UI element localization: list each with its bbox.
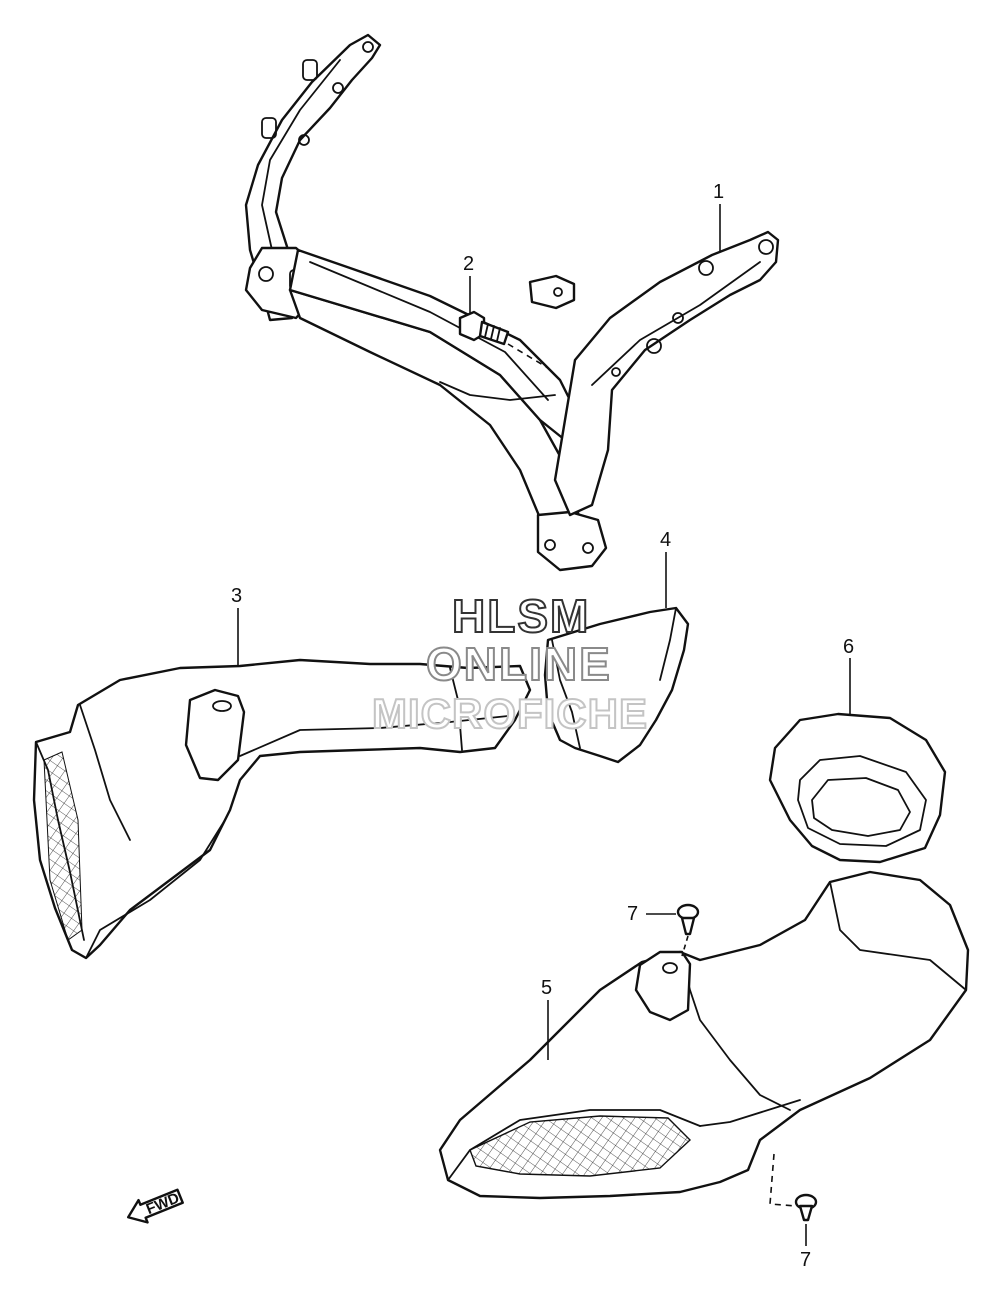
part-1-bracket: [244, 33, 780, 572]
part-7-clip-lower: [769, 1153, 818, 1222]
part-6-grommet: [768, 712, 947, 864]
leader-lines: [237, 204, 851, 1246]
watermark-line-3: MICROFICHE: [372, 690, 648, 737]
arrow-left-icon: [126, 1188, 184, 1224]
fwd-label: FWD: [144, 1189, 182, 1218]
callout-5: 5: [541, 977, 552, 999]
part-7-clip-upper: [676, 903, 700, 957]
part-5-intake-duct-right: [438, 870, 970, 1200]
callout-3: 3: [231, 585, 242, 607]
part-2-bolt: [458, 310, 549, 369]
callout-4: 4: [660, 529, 671, 551]
fwd-direction-marker: FWD: [126, 1188, 184, 1224]
callout-2: 2: [463, 253, 474, 275]
callout-7-lower: 7: [800, 1249, 811, 1271]
watermark: HLSM ONLINE MICROFICHE: [371, 589, 648, 738]
callout-1: 1: [713, 181, 724, 203]
watermark-line-2: ONLINE: [426, 638, 612, 690]
part-3-intake-duct-left: [32, 658, 532, 960]
callout-6: 6: [843, 636, 854, 658]
part-4-intake-boot: [543, 606, 690, 764]
watermark-line-1: HLSM: [452, 590, 590, 642]
callout-7-upper: 7: [627, 903, 638, 925]
